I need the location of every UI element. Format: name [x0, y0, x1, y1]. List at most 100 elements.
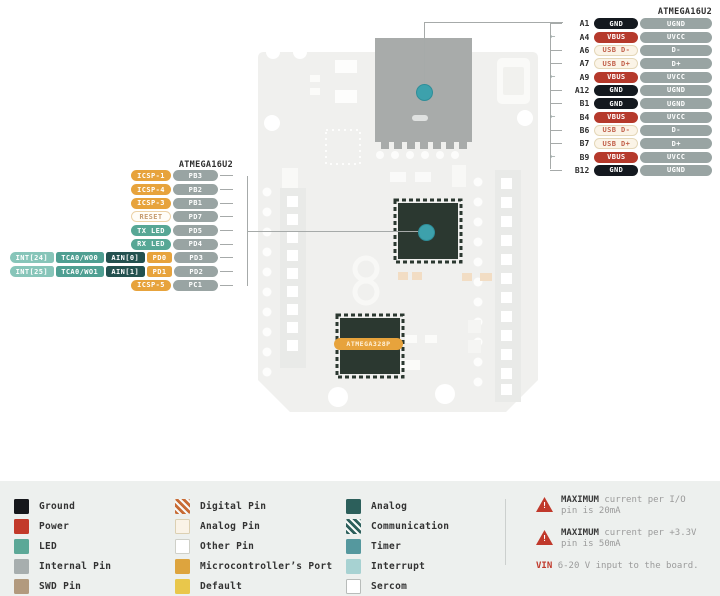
pin-label-pill: ICSP-1 — [131, 170, 171, 182]
pin-port-pill: UVCC — [640, 151, 712, 163]
pin-connector — [550, 89, 562, 91]
legend-item: Communication — [346, 516, 449, 536]
pin-number: B12 — [574, 165, 590, 175]
pin-port-pill: UVCC — [640, 111, 712, 123]
callout-dot-usb — [416, 84, 433, 101]
pin-number: A6 — [579, 45, 590, 55]
pin-connector — [550, 169, 562, 171]
arrow-left-icon: ← — [550, 151, 556, 162]
legend-item: Analog Pin — [175, 516, 332, 536]
legend-swatch — [14, 518, 29, 534]
pin-label-pill: USB D- — [594, 124, 639, 136]
legend-swatch — [175, 578, 190, 594]
pin-connector — [550, 143, 562, 145]
legend-item: Ground — [14, 496, 111, 516]
vin-label: VIN — [536, 561, 553, 571]
legend-label: LED — [39, 540, 58, 552]
vin-note: VIN 6-20 V input to the board. — [536, 561, 712, 572]
legend-item: Digital Pin — [175, 496, 332, 516]
pin-port-pill: PD7 — [173, 211, 218, 223]
legend-label: Analog Pin — [200, 520, 261, 532]
pin-label-pill: ICSP-5 — [131, 279, 171, 291]
legend-swatch — [14, 558, 29, 574]
pin-connector — [220, 243, 233, 245]
legend-item: Timer — [346, 536, 449, 556]
warning-strong: MAXIMUM — [561, 495, 599, 505]
pin-port-pill: UVCC — [640, 31, 712, 43]
legend-swatch — [175, 558, 190, 574]
left-table-header: ATMEGA16U2 — [178, 160, 233, 170]
legend-swatch — [346, 558, 361, 574]
pin-port-pill: PD3 — [174, 252, 219, 264]
warning-item: MAXIMUM current per I/O pin is 20mA — [536, 495, 712, 517]
pin-port-pill: PC1 — [173, 279, 218, 291]
leader-line-mcu-horizontal — [247, 231, 425, 232]
pin-number: B4 — [579, 112, 590, 122]
pin-connector — [550, 129, 562, 131]
pin-connector — [550, 23, 562, 25]
pin-label-pill: AIN[1] — [105, 266, 145, 278]
pin-connector — [550, 49, 562, 51]
legend-label: Communication — [371, 520, 450, 532]
pin-number: A9 — [579, 72, 590, 82]
arduino-logo — [352, 255, 380, 306]
pin-connector — [220, 216, 233, 218]
pin-port-pill: UGND — [640, 98, 712, 110]
arrow-left-icon: ← — [550, 31, 556, 42]
warning-line2: pin is 20mA — [561, 506, 621, 516]
vin-text: 6-20 V input to the board. — [557, 561, 699, 571]
pin-port-pill: D- — [640, 44, 712, 56]
legend-label: Microcontroller’s Port — [200, 560, 333, 572]
pin-label-pill: ICSP-3 — [131, 197, 171, 209]
pin-label-pill: USB D+ — [594, 138, 639, 150]
pin-label-pill: TCA0/WO1 — [55, 266, 104, 278]
notes-panel: MAXIMUM current per I/O pin is 20mA MAXI… — [536, 495, 712, 572]
atmega328p-label: ATMEGA328P — [334, 338, 403, 350]
pin-port-pill: PB1 — [173, 197, 218, 209]
legend-label: Other Pin — [200, 540, 255, 552]
pin-label-pill: USB D+ — [594, 58, 639, 70]
pin-label-pill: USB D- — [594, 44, 639, 56]
pin-port-pill: PD5 — [173, 225, 218, 237]
pin-port-pill: PB3 — [173, 170, 218, 182]
pin-connector — [220, 189, 233, 191]
leader-line-usb-vertical — [424, 22, 425, 92]
legend-item: Default — [175, 576, 332, 596]
pin-label-pill: RESET — [131, 211, 171, 223]
pin-number: B9 — [579, 152, 590, 162]
legend-item: Analog — [346, 496, 449, 516]
pin-label-pill: PD1 — [146, 266, 173, 278]
arrow-left-icon: ← — [550, 71, 556, 82]
legend-label: Analog — [371, 500, 408, 512]
warning-icon — [536, 497, 553, 512]
warning-icon — [536, 530, 553, 545]
pin-connector — [220, 284, 233, 286]
legend-label: Digital Pin — [200, 500, 267, 512]
legend-item: Internal Pin — [14, 556, 111, 576]
pin-number: B1 — [579, 99, 590, 109]
legend-swatch — [175, 498, 190, 514]
pin-label-pill: VBUS — [594, 151, 639, 163]
legend-swatch — [14, 578, 29, 594]
legend-divider — [505, 499, 506, 565]
legend-item: Interrupt — [346, 556, 449, 576]
legend-swatch — [14, 498, 29, 514]
